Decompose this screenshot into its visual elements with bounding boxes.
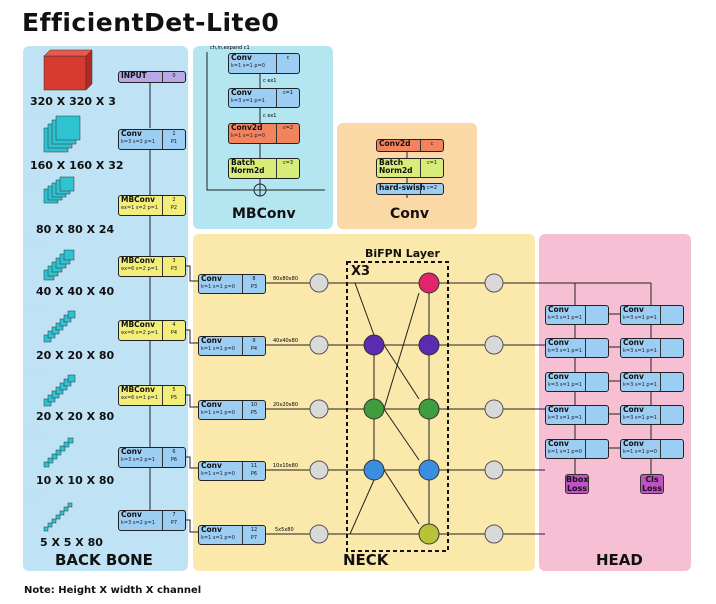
dim-0: 320 X 320 X 3	[30, 95, 116, 108]
plabel-4: P4	[27, 303, 42, 314]
bifpn-title: BiFPN Layer	[365, 247, 440, 260]
neck-out-2: 40x40x80	[273, 338, 299, 344]
cls-loss-box: Cls Loss	[640, 474, 664, 494]
neck-out-3: 20x20x80	[273, 402, 299, 408]
mbconv-edge-label-1: c ex1	[263, 78, 277, 84]
note-text: Note: Height X width X channel	[24, 585, 202, 596]
dim-6: 10 X 10 X 80	[36, 474, 115, 487]
mbconv-edge-label-2: c ex1	[263, 113, 277, 119]
dim-3: 40 X 40 X 40	[36, 285, 115, 298]
neck-out-4: 10x10x80	[273, 463, 299, 469]
dim-7: 5 X 5 X 80	[40, 536, 103, 549]
neck-title: NECK	[343, 551, 389, 569]
dim-2: 80 X 80 X 24	[36, 223, 115, 236]
conv-title: Conv	[390, 206, 429, 222]
neck-out-1: 80x80x80	[273, 276, 299, 282]
bbox-loss-box: Bbox Loss	[565, 474, 589, 494]
plabel-5: P5	[27, 367, 42, 378]
dim-1: 160 X 160 X 32	[30, 159, 124, 172]
mbconv-title: MBConv	[232, 206, 296, 222]
plabel-2: P2	[27, 177, 42, 188]
dim-4: 20 X 20 X 80	[36, 349, 115, 362]
backbone-title: BACK BONE	[55, 551, 153, 569]
page-title: EfficientDet-Lite0	[22, 8, 280, 37]
plabel-7: P7	[27, 493, 42, 504]
bifpn-repeat-label: X3	[351, 264, 371, 279]
mbconv-input-label: ch,in,expand c1	[210, 45, 250, 51]
head-panel	[539, 234, 691, 571]
dim-5: 20 X 20 X 80	[36, 410, 115, 423]
plabel-1: P1	[27, 111, 42, 122]
mbconv-block-4: Batch Norm2d c=3	[228, 158, 300, 179]
neck-out-5: 5x5x80	[275, 527, 294, 533]
plabel-6: P6	[27, 430, 42, 441]
plabel-3: P3	[27, 238, 42, 249]
head-title: HEAD	[596, 551, 643, 569]
backbone-input-block: INPUT 0	[118, 71, 186, 83]
